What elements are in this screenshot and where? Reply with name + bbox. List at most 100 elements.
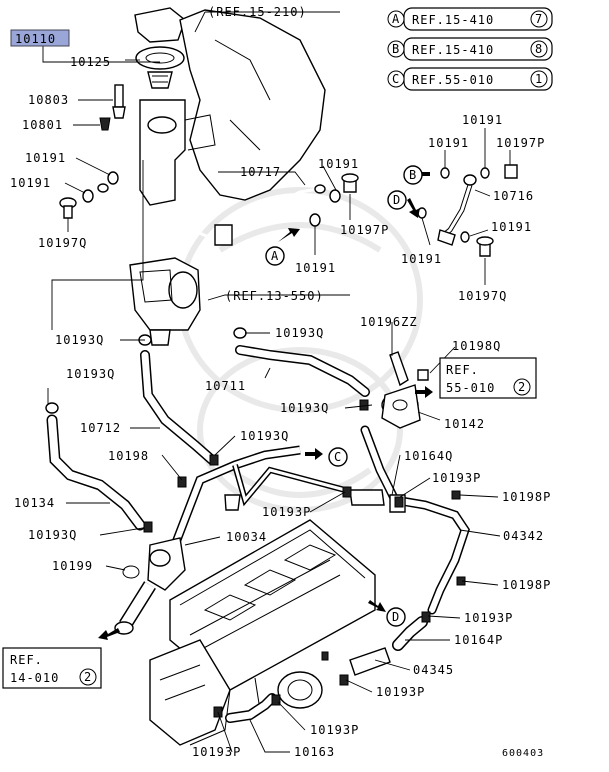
part-label-10164q[interactable]: 10164Q bbox=[404, 449, 453, 463]
part-label-10110: 10110 bbox=[15, 32, 56, 46]
part-label-10801[interactable]: 10801 bbox=[22, 118, 63, 132]
marker-a-label: A bbox=[271, 249, 279, 263]
part-label-10193p-e[interactable]: 10193P bbox=[310, 723, 359, 737]
marker-c-mid: C bbox=[328, 447, 348, 467]
water-pump-10199 bbox=[122, 537, 186, 591]
cylinder-head bbox=[149, 519, 376, 746]
hose-04345 bbox=[349, 647, 391, 676]
ref-a-marker: A bbox=[392, 12, 400, 26]
thermostat-housing bbox=[134, 7, 326, 201]
part-label-04342[interactable]: 04342 bbox=[503, 529, 544, 543]
watermark-emblem bbox=[177, 187, 423, 513]
part-label-10199[interactable]: 10199 bbox=[52, 559, 93, 573]
part-label-10193q-b[interactable]: 10193Q bbox=[275, 326, 324, 340]
ref-box-a[interactable]: A REF.15-410 7 bbox=[387, 7, 553, 31]
part-label-10198q[interactable]: 10198Q bbox=[452, 339, 501, 353]
fitting-10142 bbox=[381, 351, 429, 429]
part-label-10193q-a[interactable]: 10193Q bbox=[55, 333, 104, 347]
ref-box-heater[interactable]: REF. 55-010 2 bbox=[439, 357, 537, 399]
ref-heater-line2: 55-010 bbox=[446, 381, 495, 395]
ref-thermostat[interactable]: (REF.15-210) bbox=[208, 5, 307, 19]
marker-d-label: D bbox=[393, 193, 401, 207]
marker-d-bottom: D bbox=[386, 607, 406, 627]
oil-filter-housing bbox=[277, 671, 323, 709]
marker-d-right: D bbox=[387, 190, 407, 210]
marker-b-right: B bbox=[403, 165, 423, 185]
part-label-10197p-mid[interactable]: 10197P bbox=[340, 223, 389, 237]
ref-engine-line2: 14-010 bbox=[10, 671, 59, 685]
ref-box-b[interactable]: B REF.15-410 8 bbox=[387, 37, 553, 61]
part-label-10198p-b[interactable]: 10198P bbox=[502, 578, 551, 592]
part-label-10191-right-low[interactable]: 10191 bbox=[401, 252, 442, 266]
part-label-10191-right-top[interactable]: 10191 bbox=[462, 113, 503, 127]
ref-box-engine[interactable]: REF. 14-010 2 bbox=[2, 647, 102, 689]
part-label-10164p[interactable]: 10164P bbox=[454, 633, 503, 647]
ref-b-text: REF.15-410 bbox=[412, 43, 494, 57]
part-label-10163[interactable]: 10163 bbox=[294, 745, 335, 759]
part-label-10198[interactable]: 10198 bbox=[108, 449, 149, 463]
ref-engine-line1: REF. bbox=[10, 653, 43, 667]
part-label-10193p-c[interactable]: 10193P bbox=[464, 611, 513, 625]
part-label-10193q-c[interactable]: 10193Q bbox=[66, 367, 115, 381]
part-label-10197q-right[interactable]: 10197Q bbox=[458, 289, 507, 303]
part-label-10193p-b[interactable]: 10193P bbox=[262, 505, 311, 519]
part-label-10125[interactable]: 10125 bbox=[70, 55, 111, 69]
hose-10712 bbox=[138, 334, 217, 465]
ref-heater-line1: REF. bbox=[446, 363, 479, 377]
ref-c-marker: C bbox=[392, 72, 400, 86]
leader-lines bbox=[42, 11, 511, 753]
hose-10134 bbox=[45, 402, 146, 531]
part-label-10191-right-mid[interactable]: 10191 bbox=[491, 220, 532, 234]
ref-a-num: 7 bbox=[535, 12, 543, 26]
marker-a-bottom: A bbox=[265, 246, 285, 266]
part-label-10193q-f[interactable]: 10193Q bbox=[28, 528, 77, 542]
marker-b-label: B bbox=[409, 168, 417, 182]
part-label-10193q-d[interactable]: 10193Q bbox=[280, 401, 329, 415]
pipe-10717 bbox=[97, 183, 326, 246]
gasket-10125 bbox=[135, 46, 185, 70]
part-label-10712[interactable]: 10712 bbox=[80, 421, 121, 435]
ref-throttle[interactable]: (REF.13-550) bbox=[225, 289, 324, 303]
bolt-10197p-mid bbox=[341, 173, 359, 193]
hose-10711 bbox=[233, 327, 370, 397]
marker-d2-label: D bbox=[392, 610, 400, 624]
figure-id: 600403 bbox=[502, 748, 544, 759]
pipe-to-engine bbox=[114, 581, 156, 635]
hose-10164p bbox=[392, 616, 428, 651]
part-label-10191-mid-bottom[interactable]: 10191 bbox=[295, 261, 336, 275]
ref-engine-num: 2 bbox=[84, 670, 92, 684]
part-label-10716[interactable]: 10716 bbox=[493, 189, 534, 203]
part-label-10717[interactable]: 10717 bbox=[240, 165, 281, 179]
part-label-10191-left[interactable]: 10191 bbox=[25, 151, 66, 165]
arrows bbox=[98, 168, 433, 640]
hose-10163 bbox=[225, 693, 277, 723]
pipe-10034 bbox=[170, 445, 346, 547]
bolt-10197q-left bbox=[59, 197, 77, 219]
part-label-10142[interactable]: 10142 bbox=[444, 417, 485, 431]
part-label-10191-mid[interactable]: 10191 bbox=[318, 157, 359, 171]
part-label-10193p-f[interactable]: 10193P bbox=[192, 745, 241, 759]
part-label-10193p-d[interactable]: 10193P bbox=[376, 685, 425, 699]
part-label-10191-right[interactable]: 10191 bbox=[428, 136, 469, 150]
part-label-10197p-right[interactable]: 10197P bbox=[496, 136, 545, 150]
part-label-10197q-left[interactable]: 10197Q bbox=[38, 236, 87, 250]
part-label-10803[interactable]: 10803 bbox=[28, 93, 69, 107]
part-label-04345[interactable]: 04345 bbox=[413, 663, 454, 677]
ref-c-num: 1 bbox=[535, 72, 543, 86]
part-label-10191-far-left[interactable]: 10191 bbox=[10, 176, 51, 190]
part-label-10034[interactable]: 10034 bbox=[226, 530, 267, 544]
part-label-10198p-a[interactable]: 10198P bbox=[502, 490, 551, 504]
part-10110-highlight[interactable]: 10110 bbox=[10, 29, 70, 47]
part-label-10711[interactable]: 10711 bbox=[205, 379, 246, 393]
part-label-10134[interactable]: 10134 bbox=[14, 496, 55, 510]
part-label-10196zz[interactable]: 10196ZZ bbox=[360, 315, 418, 329]
thermostat-10110 bbox=[147, 71, 173, 89]
ref-b-num: 8 bbox=[535, 42, 543, 56]
part-label-10193q-e[interactable]: 10193Q bbox=[240, 429, 289, 443]
ref-box-c[interactable]: C REF.55-010 1 bbox=[387, 67, 553, 91]
part-label-10193p-a[interactable]: 10193P bbox=[432, 471, 481, 485]
ref-heater-num: 2 bbox=[518, 380, 526, 394]
marker-c-label: C bbox=[334, 450, 342, 464]
